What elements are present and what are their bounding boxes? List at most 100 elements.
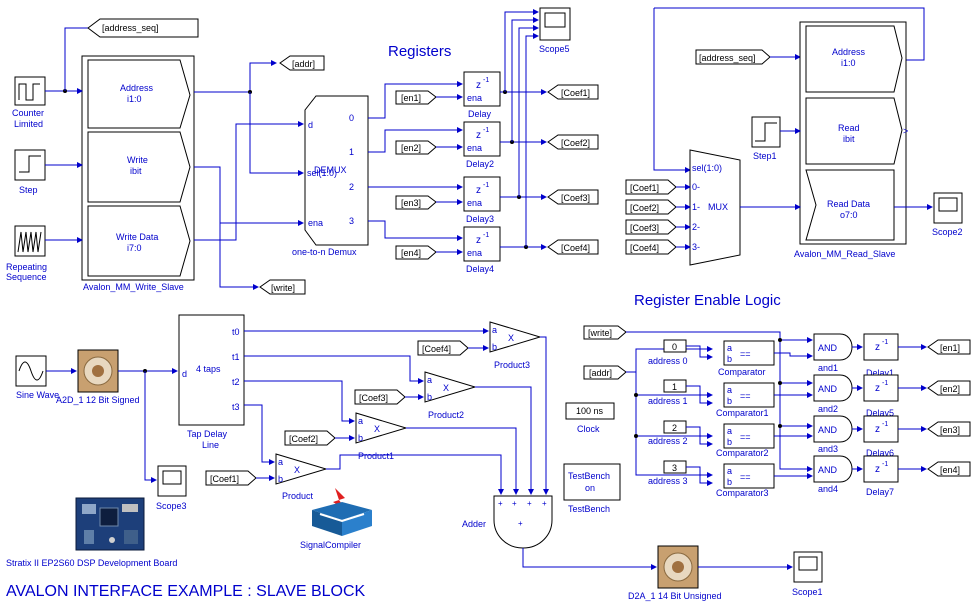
delay-block[interactable]: z-1 ena Delay bbox=[463, 71, 501, 119]
sine-wave-block[interactable]: Sine Wave bbox=[15, 355, 59, 400]
counter-limited-block[interactable]: Counter Limited bbox=[12, 76, 46, 129]
step1-block[interactable]: Step1 bbox=[751, 116, 781, 161]
svg-text:z: z bbox=[875, 383, 880, 394]
registers-heading: Registers bbox=[388, 43, 451, 60]
product2-block[interactable]: ab X Product2 bbox=[424, 371, 477, 420]
svg-text:b: b bbox=[727, 437, 732, 447]
from-en1-tag[interactable]: [en1] bbox=[395, 90, 437, 105]
from-coef4-product-tag[interactable]: [Coef4] bbox=[417, 340, 469, 356]
from-address-seq-tag[interactable]: [address_seq] bbox=[695, 49, 771, 65]
scope3-block[interactable]: Scope3 bbox=[156, 465, 187, 511]
goto-coef1-tag[interactable]: [Coef1] bbox=[547, 84, 599, 100]
svg-text:-1: -1 bbox=[483, 77, 489, 84]
svg-text:and1: and1 bbox=[818, 363, 838, 373]
goto-coef2-tag[interactable]: [Coef2] bbox=[547, 134, 599, 150]
svg-text:[Coef1]: [Coef1] bbox=[630, 183, 659, 193]
from-coef1-product-tag[interactable]: [Coef1] bbox=[205, 470, 257, 486]
clock-block[interactable]: 100 ns Clock bbox=[565, 402, 615, 434]
comparator2-block[interactable]: ab == Comparator2 bbox=[716, 423, 775, 458]
svg-text:Product2: Product2 bbox=[428, 410, 464, 420]
from-write-tag[interactable]: [write] bbox=[583, 325, 627, 340]
svg-text:[Coef1]: [Coef1] bbox=[210, 474, 239, 484]
svg-text:z: z bbox=[476, 185, 481, 196]
product1-block[interactable]: ab X Product1 bbox=[355, 412, 408, 461]
svg-text:SignalCompiler: SignalCompiler bbox=[300, 540, 361, 550]
goto-en1-tag[interactable]: [en1] bbox=[927, 339, 971, 355]
svg-text:t2: t2 bbox=[232, 377, 240, 387]
delay2-block[interactable]: z-1 ena Delay2 bbox=[463, 121, 501, 169]
from-addr-tag[interactable]: [addr] bbox=[583, 365, 627, 380]
testbench-block[interactable]: TestBench on TestBench bbox=[563, 463, 621, 514]
scope5-block[interactable]: Scope5 bbox=[539, 7, 571, 54]
adder-block[interactable]: + + + + + Adder bbox=[462, 495, 553, 549]
d2a-converter[interactable]: D2A_1 14 Bit Unsigned bbox=[628, 545, 722, 601]
scope2-block[interactable]: Scope2 bbox=[932, 192, 963, 237]
goto-en2-tag[interactable]: [en2] bbox=[927, 380, 971, 396]
svg-text:Product: Product bbox=[282, 491, 314, 501]
svg-text:a: a bbox=[727, 385, 732, 395]
comparator3-block[interactable]: ab == Comparator3 bbox=[716, 463, 775, 498]
comparator1-block[interactable]: ab == Comparator1 bbox=[716, 382, 775, 418]
from-coef2-product-tag[interactable]: [Coef2] bbox=[284, 430, 336, 446]
goto-write-tag[interactable]: [write] bbox=[259, 279, 306, 295]
and1-gate[interactable]: AND and1 bbox=[813, 333, 853, 373]
svg-text:==: == bbox=[740, 472, 751, 482]
from-coef2-tag[interactable]: [Coef2] bbox=[625, 199, 677, 215]
avalon-write-slave[interactable]: Address i1:0 Write ibit Write Data i7:0 … bbox=[81, 55, 195, 292]
a2d-converter[interactable]: A2D_1 12 Bit Signed bbox=[56, 349, 140, 405]
mux-block[interactable]: sel(1:0) 0- 1- MUX 2- 3- bbox=[689, 149, 741, 266]
svg-text:z: z bbox=[875, 464, 880, 475]
scope1-block[interactable]: Scope1 bbox=[792, 551, 823, 597]
svg-text:TestBench: TestBench bbox=[568, 471, 610, 481]
from-coef1-tag[interactable]: [Coef1] bbox=[625, 179, 677, 195]
delay6-block[interactable]: z-1 Delay6 bbox=[863, 415, 899, 458]
svg-text:Scope1: Scope1 bbox=[792, 587, 823, 597]
goto-addr-tag[interactable]: [addr] bbox=[279, 55, 325, 71]
delay5-block[interactable]: z-1 Delay5 bbox=[863, 374, 899, 418]
dsp-board-image: Stratix II EP2S60 DSP Development Board bbox=[6, 497, 177, 568]
tap-delay-line[interactable]: d 4 taps t0 t1 t2 t3 Tap Delay Line bbox=[178, 314, 245, 450]
and2-gate[interactable]: AND and2 bbox=[813, 374, 853, 414]
comparator-block[interactable]: ab == Comparator bbox=[718, 340, 775, 377]
signal-compiler-logo[interactable]: SignalCompiler bbox=[300, 488, 372, 550]
svg-text:[en1]: [en1] bbox=[940, 343, 960, 353]
product3-block[interactable]: ab X Product3 bbox=[489, 321, 542, 370]
demux-block[interactable]: d sel(1:0) ena DEMUX 0 1 2 3 one-to-n De… bbox=[292, 95, 369, 257]
address0-constant[interactable]: 0 address 0 bbox=[648, 339, 688, 366]
address3-constant[interactable]: 3 address 3 bbox=[648, 460, 688, 486]
step-block[interactable]: Step bbox=[14, 149, 46, 195]
svg-text:Address: Address bbox=[832, 47, 866, 57]
goto-coef4-tag[interactable]: [Coef4] bbox=[547, 239, 599, 255]
delay7-block[interactable]: z-1 Delay7 bbox=[863, 455, 899, 497]
svg-text:-1: -1 bbox=[483, 232, 489, 239]
address2-constant[interactable]: 2 address 2 bbox=[648, 420, 688, 446]
from-coef3-tag[interactable]: [Coef3] bbox=[625, 219, 677, 235]
svg-text:0: 0 bbox=[349, 113, 354, 123]
from-en3-tag[interactable]: [en3] bbox=[395, 195, 437, 210]
svg-text:[Coef3]: [Coef3] bbox=[630, 223, 659, 233]
goto-address-seq-tag[interactable]: [address_seq] bbox=[87, 18, 199, 38]
and4-gate[interactable]: AND and4 bbox=[813, 455, 853, 494]
delay4-block[interactable]: z-1 ena Delay4 bbox=[463, 226, 501, 274]
and3-gate[interactable]: AND and3 bbox=[813, 415, 853, 454]
from-en4-tag[interactable]: [en4] bbox=[395, 245, 437, 260]
delay3-block[interactable]: z-1 ena Delay3 bbox=[463, 176, 501, 224]
delay1-block[interactable]: z-1 Delay1 bbox=[863, 333, 899, 378]
svg-text:Write Data: Write Data bbox=[116, 232, 158, 242]
avalon-read-slave[interactable]: Address i1:0 Read ibit Read Data o7:0 Av… bbox=[794, 21, 907, 259]
goto-en4-tag[interactable]: [en4] bbox=[927, 461, 971, 477]
from-coef4-tag[interactable]: [Coef4] bbox=[625, 239, 677, 255]
repeating-sequence-block[interactable]: Repeating Sequence bbox=[6, 225, 47, 282]
svg-text:[Coef2]: [Coef2] bbox=[561, 138, 590, 148]
address1-constant[interactable]: 1 address 1 bbox=[648, 379, 688, 406]
svg-text:a: a bbox=[727, 426, 732, 436]
svg-text:+: + bbox=[498, 499, 503, 508]
svg-text:b: b bbox=[358, 433, 363, 443]
product-block[interactable]: ab X Product bbox=[275, 453, 328, 501]
goto-en3-tag[interactable]: [en3] bbox=[927, 421, 971, 437]
svg-text:Comparator1: Comparator1 bbox=[716, 408, 769, 418]
svg-text:Write: Write bbox=[127, 155, 148, 165]
from-coef3-product-tag[interactable]: [Coef3] bbox=[354, 389, 406, 405]
goto-coef3-tag[interactable]: [Coef3] bbox=[547, 189, 599, 205]
from-en2-tag[interactable]: [en2] bbox=[395, 140, 437, 155]
